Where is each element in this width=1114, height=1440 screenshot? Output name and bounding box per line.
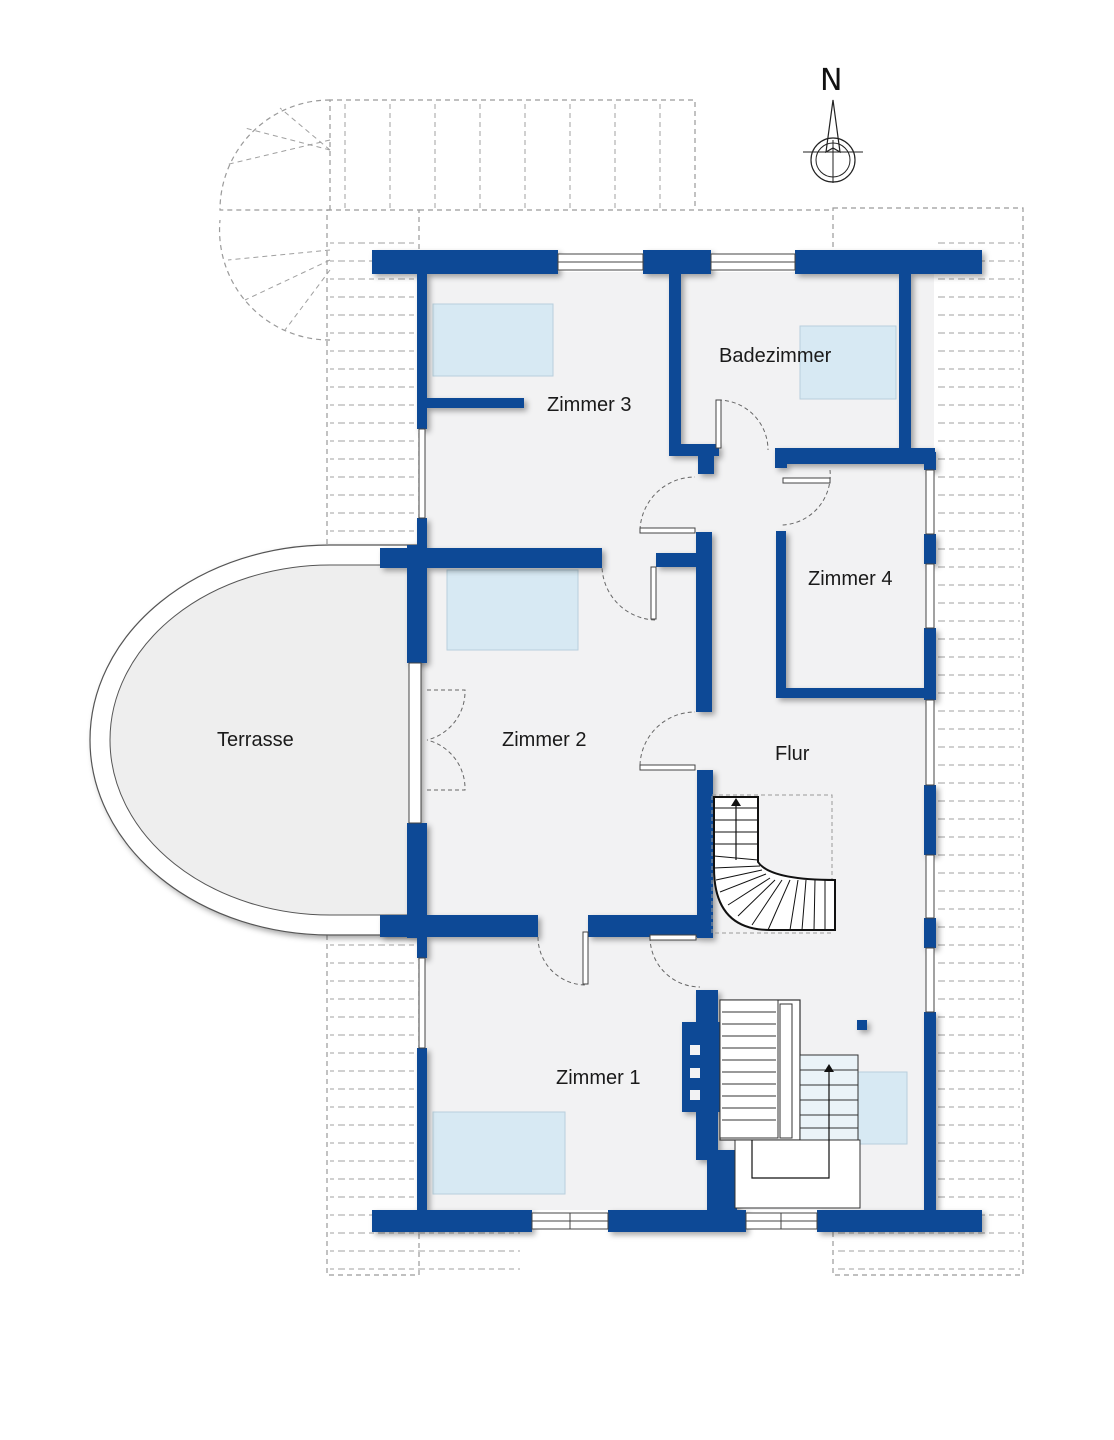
- bed-zimmer1: [432, 1111, 566, 1195]
- room-label-zimmer3: Zimmer 3: [547, 394, 631, 416]
- north-label: N: [820, 63, 842, 98]
- walls: [372, 250, 982, 1232]
- bathtub: [799, 325, 897, 400]
- room-label-terrasse: Terrasse: [217, 729, 294, 751]
- bed-zimmer3: [432, 303, 554, 377]
- room-label-flur: Flur: [775, 743, 810, 765]
- terrace: [89, 544, 421, 936]
- chimney-flues: [690, 1045, 700, 1100]
- room-label-badezimmer: Badezimmer: [719, 345, 832, 367]
- stairs-straight: [719, 999, 861, 1209]
- shower: [854, 1071, 908, 1145]
- furniture: [432, 303, 908, 1195]
- room-label-zimmer2: Zimmer 2: [502, 729, 586, 751]
- bed-zimmer2: [446, 569, 579, 651]
- windows: [408, 253, 935, 1230]
- room-label-zimmer1: Zimmer 1: [556, 1067, 640, 1089]
- room-labels: Badezimmer Zimmer 3 Zimmer 4 Zimmer 2 Te…: [217, 345, 892, 1089]
- stairs-winding: [711, 794, 836, 934]
- room-label-zimmer4: Zimmer 4: [808, 568, 892, 590]
- compass-rose: N: [803, 63, 863, 183]
- door-leaves: [582, 399, 831, 985]
